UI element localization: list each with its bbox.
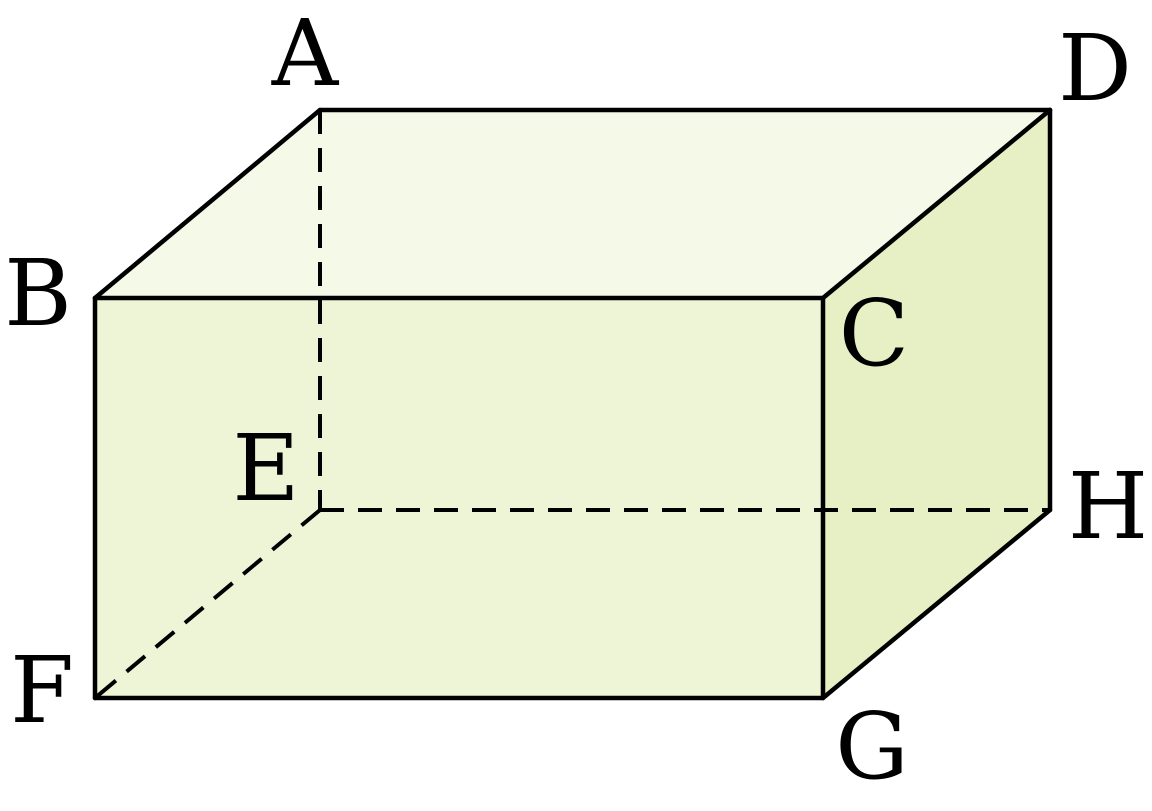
vertex-label-a: A [271,0,340,107]
vertex-label-c: C [839,280,909,387]
vertex-label-e: E [232,415,299,522]
right-face-cdhg [823,110,1050,698]
edge-gh [820,507,1053,701]
vertex-label-f: F [10,637,74,744]
front-face-bcgf [95,298,823,698]
vertex-label-h: H [1068,453,1148,560]
vertex-label-g: G [835,693,909,800]
vertex-label-d: D [1058,15,1132,122]
top-face-abcd [95,110,1050,298]
hidden-edge-ef [93,508,322,700]
edge-dc [820,107,1053,301]
vertex-label-b: B [4,240,72,347]
edge-ab [92,107,323,301]
